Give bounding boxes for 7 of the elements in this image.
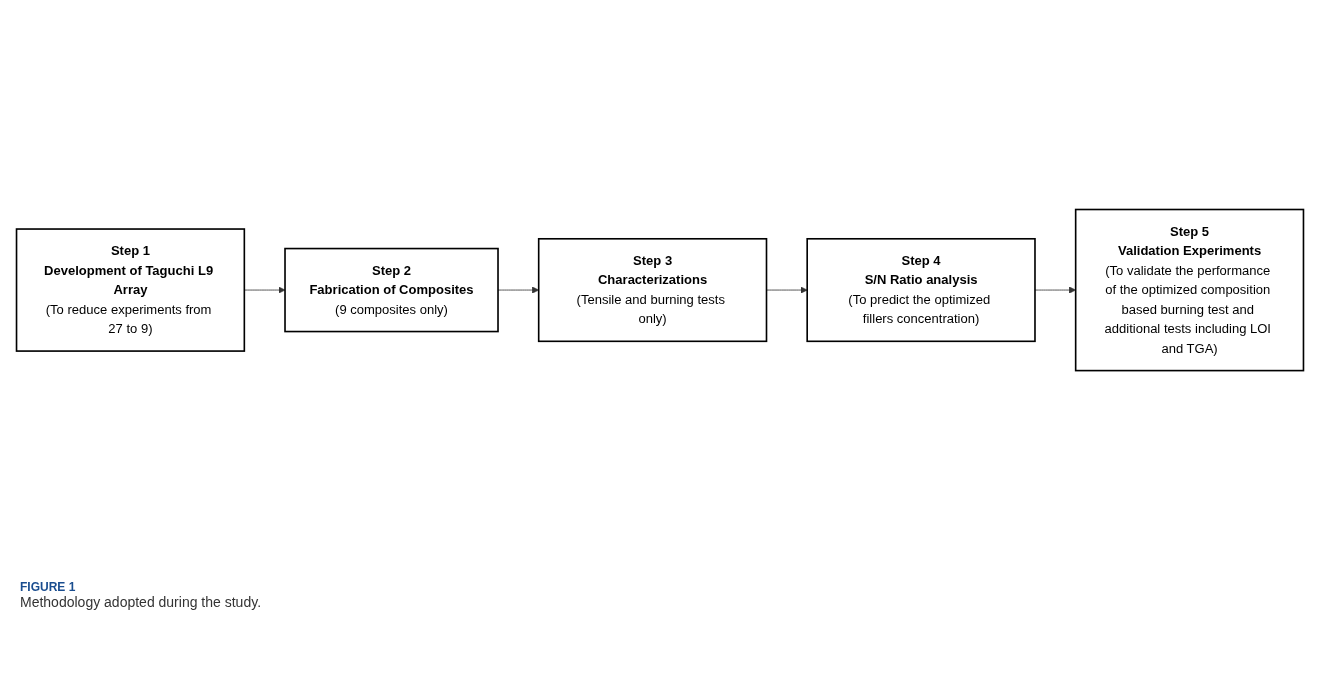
node-box: Step 2 Fabrication of Composites (9 composites only)	[284, 247, 499, 333]
node-box: Step 4 S/N Ratio analysis (To predict the optimized fillers concentration)	[806, 237, 1036, 343]
node-box: Step 1 Development of Taguchi L9 Array (To reduce experiments from 27 to 9)	[15, 228, 246, 352]
node-box: Step 5 Validation Experiments (To validate the performance of the optimized composition based burning test and additional tests including LOI and TGA)	[1074, 208, 1305, 372]
caption: Methodology adopted during the study.	[20, 594, 263, 610]
node-box: Step 3 Characterizations (Tensile and burning tests only)	[537, 237, 768, 343]
figure-number: FIGURE 1	[20, 580, 77, 594]
